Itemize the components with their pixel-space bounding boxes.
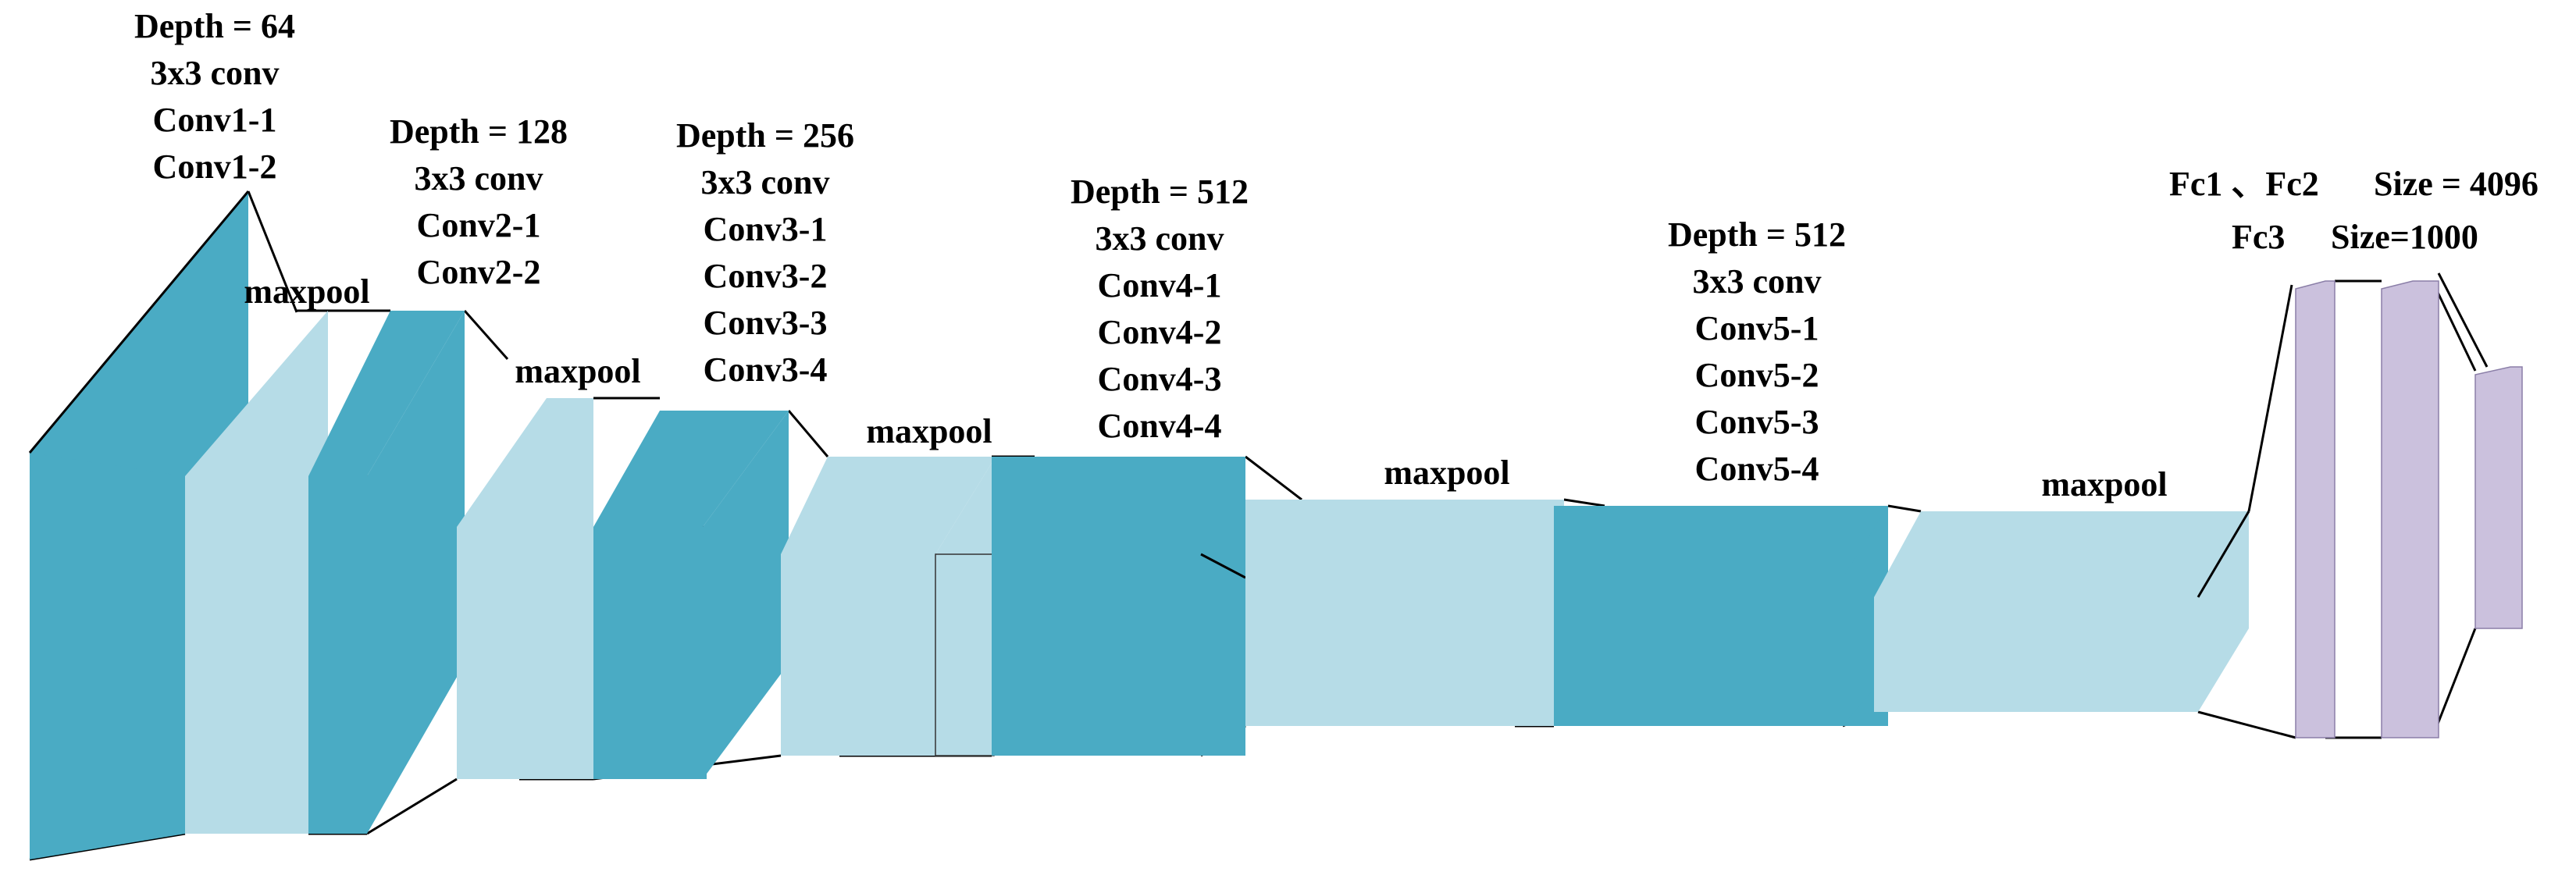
pool-block-5 <box>1874 511 2250 712</box>
pool2-front <box>457 527 593 779</box>
block1-kernel: 3x3 conv <box>151 54 280 92</box>
conv1-front <box>30 453 185 859</box>
pool4-front-main <box>1245 500 1564 726</box>
fc-layers <box>2295 280 2523 738</box>
block4-conv4-3: Conv4-3 <box>1098 360 1222 398</box>
conv3-side <box>703 411 789 779</box>
block3-conv3-3: Conv3-3 <box>704 304 828 342</box>
maxpool-labels: maxpool maxpool maxpool maxpool maxpool <box>244 272 2167 503</box>
fc1-bar <box>2295 280 2336 738</box>
maxpool-label-2: maxpool <box>515 352 640 390</box>
conv3-top <box>593 411 789 527</box>
block3-conv3-1: Conv3-1 <box>704 210 828 248</box>
block4-label: Depth = 512 3x3 conv Conv4-1 Conv4-2 Con… <box>1071 173 1249 445</box>
block3-conv3-2: Conv3-2 <box>704 257 828 295</box>
conv2-side <box>367 311 465 834</box>
conv-block-5 <box>1554 506 1888 726</box>
block5-conv5-3: Conv5-3 <box>1695 403 1819 441</box>
block2-depth: Depth = 128 <box>390 112 568 151</box>
fc-line2-left: Fc3 <box>2232 218 2285 256</box>
block5-label: Depth = 512 3x3 conv Conv5-1 Conv5-2 Con… <box>1668 215 1846 488</box>
maxpool-label-1: maxpool <box>244 272 369 311</box>
conv-block-2 <box>308 311 465 834</box>
pool-block-4 <box>1245 500 1564 726</box>
conv-block-1 <box>28 190 250 859</box>
pool-block-2 <box>457 398 593 779</box>
block2-label: Depth = 128 3x3 conv Conv2-1 Conv2-2 <box>390 112 568 291</box>
block1-label: Depth = 64 3x3 conv Conv1-1 Conv1-2 <box>134 7 295 186</box>
pool5-side <box>2198 511 2249 712</box>
pool3-front <box>781 554 935 756</box>
block4-conv4-1: Conv4-1 <box>1098 266 1222 304</box>
fc3-bar <box>2474 366 2523 629</box>
block5-conv5-4: Conv5-4 <box>1695 450 1819 488</box>
block2-conv2-2: Conv2-2 <box>417 253 541 291</box>
fc-line1-left: Fc1 、Fc2 <box>2169 165 2319 203</box>
block2-kernel: 3x3 conv <box>415 159 543 197</box>
block3-conv3-4: Conv3-4 <box>704 350 828 389</box>
conv-block-4 <box>992 457 1246 756</box>
block5-depth: Depth = 512 <box>1668 215 1846 254</box>
block3-label: Depth = 256 3x3 conv Conv3-1 Conv3-2 Con… <box>676 116 854 389</box>
pool1-front <box>185 476 308 834</box>
conv2-top <box>308 311 465 476</box>
block4-conv4-2: Conv4-2 <box>1098 313 1222 351</box>
pool-block-1 <box>185 311 328 834</box>
conv-block-3 <box>593 411 789 779</box>
fc2-bar <box>2381 280 2439 738</box>
conv5-front <box>1554 506 1888 726</box>
pool5-top <box>1874 511 2249 597</box>
block1-conv1-2: Conv1-2 <box>153 148 277 186</box>
conv4-front <box>992 457 1245 756</box>
pool-block-3 <box>781 457 996 756</box>
pool5-front <box>1874 597 2198 712</box>
block4-kernel: 3x3 conv <box>1096 219 1224 258</box>
block3-kernel: 3x3 conv <box>701 163 830 201</box>
maxpool-label-3: maxpool <box>866 412 992 450</box>
pool3-top <box>781 457 996 554</box>
block3-depth: Depth = 256 <box>676 116 854 155</box>
fc-label: Fc1 、Fc2 Size = 4096 Fc3 Size=1000 <box>2169 165 2539 256</box>
block2-conv2-1: Conv2-1 <box>417 206 541 244</box>
block5-conv5-1: Conv5-1 <box>1695 309 1819 347</box>
maxpool-label-5: maxpool <box>2041 465 2167 503</box>
fc-line2-right: Size=1000 <box>2331 218 2478 256</box>
conv2-front <box>308 476 367 834</box>
fc-line1-right: Size = 4096 <box>2374 165 2539 203</box>
pool3-inner-window <box>935 553 995 756</box>
block4-depth: Depth = 512 <box>1071 173 1249 211</box>
conv3-front <box>593 527 707 779</box>
block1-depth: Depth = 64 <box>134 7 295 45</box>
maxpool-label-4: maxpool <box>1384 454 1509 492</box>
block4-conv4-4: Conv4-4 <box>1098 407 1222 445</box>
block5-conv5-2: Conv5-2 <box>1695 356 1819 394</box>
block1-conv1-1: Conv1-1 <box>153 101 277 139</box>
block5-kernel: 3x3 conv <box>1693 262 1822 301</box>
